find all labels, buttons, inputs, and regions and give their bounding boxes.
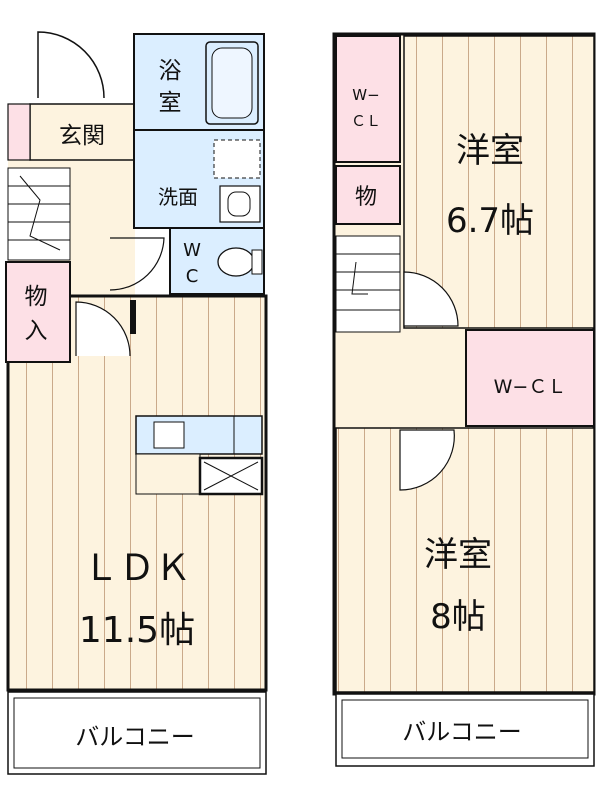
fridge-x2 (203, 461, 259, 491)
upper-balcony-inner (341, 699, 589, 759)
ground-balcony-inner (13, 697, 261, 769)
room2-label: 洋室 (424, 535, 492, 575)
genkan-label: 玄関 (59, 123, 105, 149)
bath-label-2: 室 (159, 90, 182, 116)
toilet-tank (251, 249, 263, 275)
room2-door-swing (399, 429, 455, 491)
room1-door-swing (403, 271, 459, 327)
ldk-door-swing (75, 301, 131, 357)
wc-label-1: W (183, 240, 201, 261)
wash-basin-bowl (227, 191, 251, 217)
kitchen-sink (153, 421, 185, 449)
ldk-label: ＬＤＫ (83, 548, 191, 589)
ground-floor: 玄関 浴 室 洗面 W C 物 入 (5, 31, 268, 775)
monoire-cover (5, 261, 71, 363)
monoire-label-2b: 入 (25, 318, 48, 344)
stairs-ground (7, 167, 71, 261)
upper-balcony-label: バルコニー (402, 718, 522, 746)
upper-floor: W− ＣＬ 物 洋室 6.7帖 W−ＣＬ 洋室 8帖 バルコニー (332, 32, 596, 767)
entrance-door (37, 31, 105, 99)
genkan-shoe-box (7, 103, 31, 161)
stairs-upper (335, 235, 401, 333)
room1-size-label: 6.7帖 (446, 201, 534, 241)
monoire-label-1b: 物 (25, 284, 48, 310)
wcl-small (335, 35, 401, 163)
room1 (403, 35, 595, 329)
wcl-small-label-2: ＣＬ (351, 112, 381, 130)
wc-label-2: C (186, 266, 199, 287)
wcl-room (465, 329, 595, 427)
bathtub-inner (211, 47, 253, 119)
toilet (217, 247, 255, 277)
ldk-door-jamb (130, 300, 136, 334)
bath-label-1: 浴 (159, 58, 182, 84)
room2 (335, 427, 595, 693)
wcl-small-label-1: W− (352, 86, 379, 104)
room1-label: 洋室 (456, 131, 524, 171)
senmen-label: 洗面 (158, 185, 198, 209)
mono-label: 物 (355, 185, 377, 210)
mono-room (335, 165, 401, 225)
kitchen-bar (135, 453, 201, 495)
genkan-room (29, 103, 135, 161)
wcl-label: W−ＣＬ (494, 376, 567, 398)
ldk-size-label: 11.5帖 (79, 610, 195, 651)
hall-door-swing (109, 237, 165, 291)
washing-machine (213, 139, 261, 179)
room2-size-label: 8帖 (430, 597, 486, 637)
ground-balcony-label: バルコニー (75, 723, 195, 751)
